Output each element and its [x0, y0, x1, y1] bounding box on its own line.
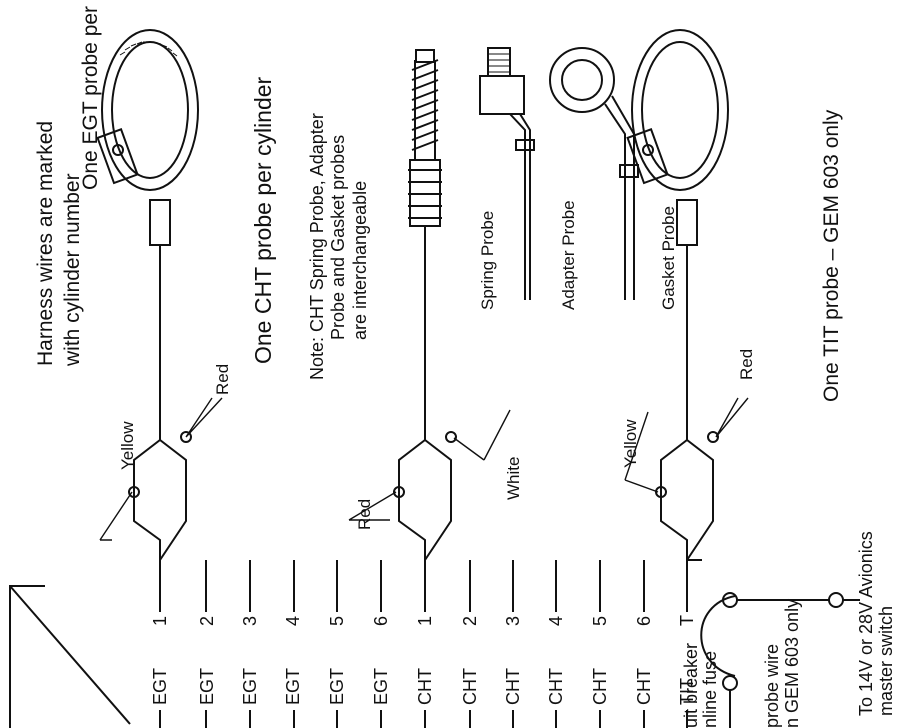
egt-probe-note: One EGT probe per cylinder	[79, 0, 102, 190]
channel-name: CHT	[546, 668, 566, 705]
adapter-probe	[479, 47, 535, 300]
note-line3: are interchangeable	[350, 181, 370, 340]
note-line2: Probe and Gasket probes	[328, 135, 348, 340]
breaker-note-line2: nline fuse	[700, 651, 720, 728]
channel-num: 4	[546, 616, 566, 626]
harness-note-line1: Harness wires are marked	[34, 121, 57, 366]
channel-name: EGT	[150, 668, 170, 705]
adapter-probe-label: Adapter Probe	[559, 200, 578, 310]
channel-num: 6	[634, 616, 654, 626]
channel-num: T	[677, 615, 697, 626]
channel-label-11: CHT 5	[590, 616, 610, 705]
harness-wires	[159, 559, 702, 612]
power-note-line1: To 14V or 28V Avionics	[856, 531, 876, 716]
channel-num: 4	[283, 616, 303, 626]
channel-label-7: CHT 1	[415, 616, 435, 705]
cht-probe-note: One CHT probe per cylinder	[250, 76, 276, 364]
harness-pointer	[9, 585, 131, 728]
red-pointer-tit	[715, 397, 749, 438]
channel-label-4: EGT 4	[283, 616, 303, 705]
channel-num: 1	[415, 616, 435, 626]
channel-num: 3	[240, 616, 260, 626]
channel-name: CHT	[634, 668, 654, 705]
channel-label-8: CHT 2	[460, 616, 480, 705]
note-line1: Note: CHT Spring Probe, Adapter	[307, 113, 327, 380]
yellow-pointer-tit	[624, 411, 659, 493]
gasket-probe-label: Gasket Probe	[659, 206, 678, 310]
channel-label-5: EGT 5	[327, 616, 347, 705]
tit-probe	[626, 29, 729, 564]
channel-num: 5	[327, 616, 347, 626]
harness-note-line2: with cylinder number	[61, 173, 84, 367]
tit-wire-note-line1: probe wire	[762, 644, 782, 728]
label-red-tit: Red	[737, 349, 756, 380]
channel-num: 5	[590, 616, 610, 626]
label-yellow-top: Yellow	[118, 421, 137, 470]
channel-label-13: TIT T	[677, 615, 697, 705]
channel-num: 6	[371, 616, 391, 626]
channel-label-3: EGT 3	[240, 616, 260, 705]
channel-name: EGT	[327, 668, 347, 705]
tit-probe-note: One TIT probe – GEM 603 only	[820, 109, 843, 402]
channel-name: EGT	[371, 668, 391, 705]
channel-num: 3	[503, 616, 523, 626]
harness-wire-stubs	[159, 710, 688, 728]
channel-name: TIT	[677, 678, 697, 705]
label-red-egt: Red	[213, 364, 232, 395]
channel-num: 1	[150, 616, 170, 626]
circuit-breaker	[700, 592, 860, 728]
egt-probe: Red	[96, 29, 232, 564]
channel-name: EGT	[240, 668, 260, 705]
channel-name: CHT	[460, 668, 480, 705]
channel-name: CHT	[415, 668, 435, 705]
white-pointer	[453, 409, 511, 461]
channel-label-10: CHT 4	[546, 616, 566, 705]
label-red-cht: Red	[355, 499, 374, 530]
label-white: White	[504, 457, 523, 500]
channel-name: EGT	[283, 668, 303, 705]
spring-probe-label: Spring Probe	[478, 211, 497, 310]
channel-label-12: CHT 6	[634, 616, 654, 705]
channel-num: 2	[460, 616, 480, 626]
channel-name: CHT	[503, 668, 523, 705]
gasket-probe	[549, 47, 639, 300]
channel-label-2: EGT 2	[197, 616, 217, 705]
channel-label-1: EGT 1	[150, 616, 170, 705]
tit-wire-note-line2: n GEM 603 only	[782, 599, 802, 728]
red-pointer-cht	[348, 491, 397, 521]
label-yellow-tit: Yellow	[621, 419, 640, 468]
channel-name: EGT	[197, 668, 217, 705]
channel-label-6: EGT 6	[371, 616, 391, 705]
channel-name: CHT	[590, 668, 610, 705]
breaker-note-line1: uit breaker	[681, 643, 701, 728]
power-note-line2: master switch	[876, 606, 896, 716]
channel-num: 2	[197, 616, 217, 626]
cht-spring-probe	[393, 49, 457, 564]
channel-label-9: CHT 3	[503, 616, 523, 705]
